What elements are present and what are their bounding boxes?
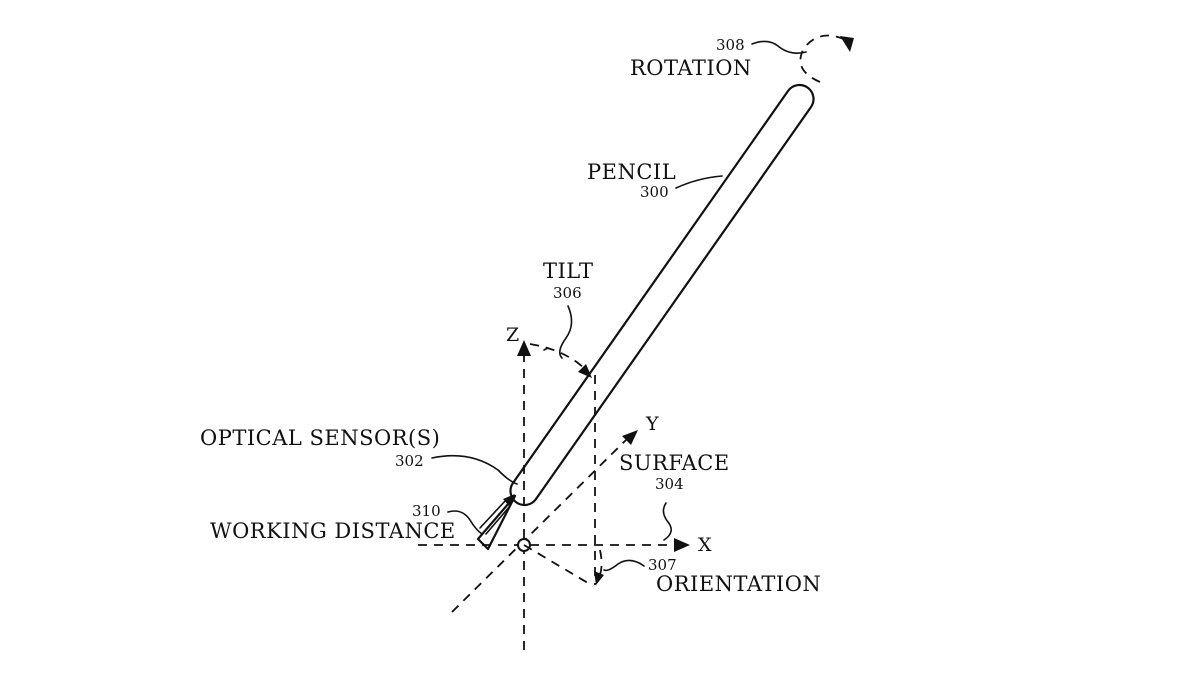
tilt-ref-number: 306 — [553, 284, 582, 302]
optical-sensor-ref-number: 302 — [395, 452, 424, 470]
y-axis-label: Y — [645, 413, 659, 435]
z-axis — [517, 340, 531, 650]
y-axis — [451, 430, 638, 613]
surface-label: SURFACE — [619, 451, 730, 475]
optical-sensor-label: OPTICAL SENSOR(S) — [200, 426, 440, 450]
orientation-arc — [594, 549, 604, 585]
leader-lines — [431, 40, 807, 572]
x-axis-label: X — [698, 534, 712, 556]
pencil-ref-number: 300 — [640, 183, 669, 201]
tilt-label: TILT — [543, 259, 594, 283]
working-distance-label: WORKING DISTANCE — [210, 519, 456, 543]
surface-ref-number: 304 — [655, 475, 684, 493]
optical-sensor-cone — [476, 494, 517, 551]
orientation-ref-number: 307 — [648, 556, 677, 574]
pencil-label: PENCIL — [587, 160, 676, 184]
rotation-ref-number: 308 — [716, 36, 745, 54]
tilt-arc — [529, 343, 592, 378]
rotation-label: ROTATION — [630, 56, 752, 80]
rotation-arc — [799, 34, 854, 83]
orientation-label: ORIENTATION — [656, 572, 821, 596]
working-distance-ref-number: 310 — [412, 502, 441, 520]
z-axis-label: Z — [506, 324, 519, 346]
x-axis — [418, 538, 690, 552]
projection-lines — [523, 375, 596, 587]
